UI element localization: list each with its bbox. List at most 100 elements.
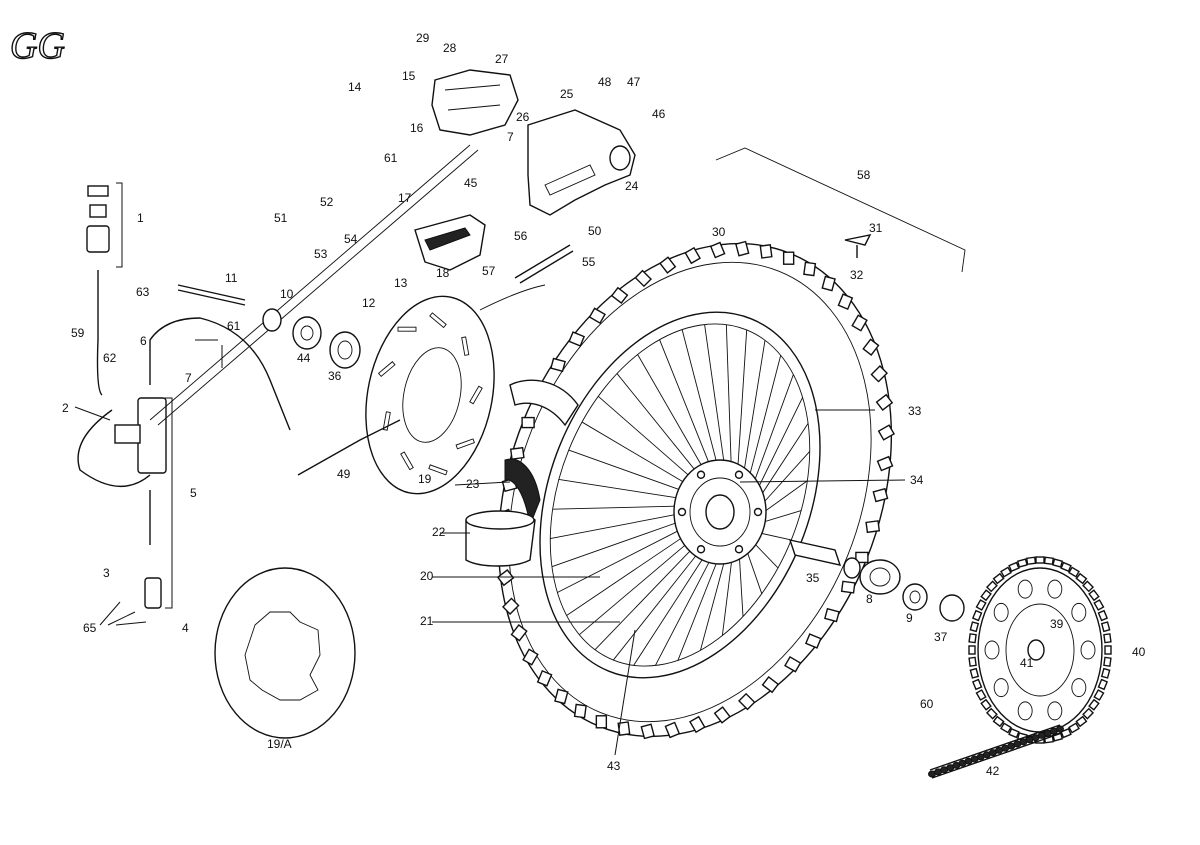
sprocket-tooth: [1068, 722, 1080, 734]
sprocket-tooth: [1008, 727, 1020, 739]
tread-block: [595, 715, 608, 729]
part-label: 26: [516, 110, 530, 124]
inner-tube-section: [504, 458, 541, 527]
part-label: 6: [140, 334, 147, 348]
tread-block: [870, 365, 889, 383]
part-label: 40: [1132, 645, 1146, 659]
disc-slot: [455, 438, 475, 450]
sprocket-tooth: [1088, 698, 1100, 711]
torque-arm-line: [514, 244, 571, 279]
spindle-11: [177, 284, 246, 306]
brake-disc-slots: [377, 312, 483, 476]
sprocket-tooth: [1000, 566, 1012, 578]
caliper-details: [444, 84, 501, 111]
sprocket-cutout: [993, 602, 1009, 622]
spoke: [654, 551, 715, 666]
part-label: 58: [857, 168, 871, 182]
sprocket-tooth: [975, 689, 987, 701]
reservoir-body: [86, 225, 110, 253]
leader-61: [195, 339, 223, 368]
sprocket-tooth: [968, 633, 977, 644]
sprocket-tooth: [1103, 656, 1112, 667]
spoke: [568, 449, 689, 494]
sprocket-cutout: [1017, 701, 1033, 721]
tread-block: [738, 692, 756, 711]
sprocket-cutout: [993, 678, 1009, 698]
bearing-8-inner: [869, 567, 891, 587]
part-label: 46: [652, 107, 666, 121]
part-label: 2: [62, 401, 69, 415]
part-label: 61: [227, 319, 241, 333]
washer-9: [902, 583, 928, 611]
part-label: 36: [328, 369, 342, 383]
bracket-slot: [544, 164, 596, 196]
sprocket-tooth: [980, 589, 992, 602]
part-label: 39: [1050, 617, 1064, 631]
part-label: 51: [274, 211, 288, 225]
brake-disc-alt-center: [244, 611, 321, 701]
spindle-rod: [177, 284, 246, 301]
sprocket-tooth: [971, 609, 983, 622]
seal-44-hole: [300, 325, 314, 341]
tread-block: [761, 676, 780, 694]
sprocket-tooth: [968, 656, 977, 667]
hub-bolt: [677, 507, 687, 517]
sprocket-tooth: [1075, 572, 1088, 585]
sprocket-tooth: [1000, 722, 1012, 734]
part-label: 44: [297, 351, 311, 365]
sprocket-tooth: [1008, 561, 1020, 573]
disc-slot: [429, 312, 447, 329]
brake-disc-center: [402, 347, 462, 443]
brake-caliper: [414, 69, 636, 271]
sprocket-tooth: [1075, 715, 1088, 728]
sprocket-tooth: [1097, 678, 1109, 691]
chain-line-top: [929, 724, 1061, 771]
hub-bolt: [696, 545, 706, 554]
drive-chain: [928, 724, 1064, 779]
tread-block: [872, 487, 889, 503]
tread-block: [804, 633, 822, 649]
part-label: 27: [495, 52, 509, 66]
sprocket-tooth: [1060, 727, 1072, 739]
disc-slot: [400, 451, 414, 471]
tread-block: [536, 669, 553, 687]
wheel-spokes: [550, 324, 811, 666]
part-label: 34: [910, 473, 924, 487]
tyre-tread-blocks: [494, 240, 896, 740]
part-label: 1: [137, 211, 144, 225]
tread-block: [709, 241, 726, 259]
chain-line-bottom: [931, 732, 1063, 779]
sprocket-tooth: [1097, 609, 1109, 622]
tread-block: [573, 703, 587, 719]
tread-block: [522, 648, 539, 666]
spoke: [742, 340, 766, 481]
sprocket-tooth: [1082, 580, 1095, 593]
spoke: [736, 329, 748, 477]
tread-block: [550, 357, 566, 373]
sprocket-tooth: [975, 599, 987, 611]
sprocket-inner: [1005, 603, 1075, 697]
tread-block: [568, 331, 586, 347]
tread-block: [664, 721, 681, 739]
brake-line-17b: [157, 149, 479, 426]
part-label: 41: [1020, 656, 1034, 670]
reservoir-cap: [87, 185, 109, 197]
part-label: 63: [136, 285, 150, 299]
brake-line-17: [149, 144, 471, 421]
disc-slot: [469, 385, 483, 405]
chain-links: [928, 725, 1064, 778]
brake-disc-outer: [365, 295, 495, 495]
leader-23: [454, 481, 511, 486]
part-label: 33: [908, 404, 922, 418]
sprocket-tooth: [980, 698, 992, 711]
bushings: [262, 308, 361, 369]
sprocket-tooth: [968, 645, 976, 655]
part-label: 57: [482, 264, 496, 278]
sprocket-cutout: [1071, 678, 1087, 698]
part-label: 52: [320, 195, 334, 209]
tread-block: [509, 446, 525, 460]
tread-block: [837, 293, 854, 311]
tread-block: [877, 424, 896, 441]
tread-block: [735, 240, 750, 257]
disc-slot: [382, 411, 391, 431]
